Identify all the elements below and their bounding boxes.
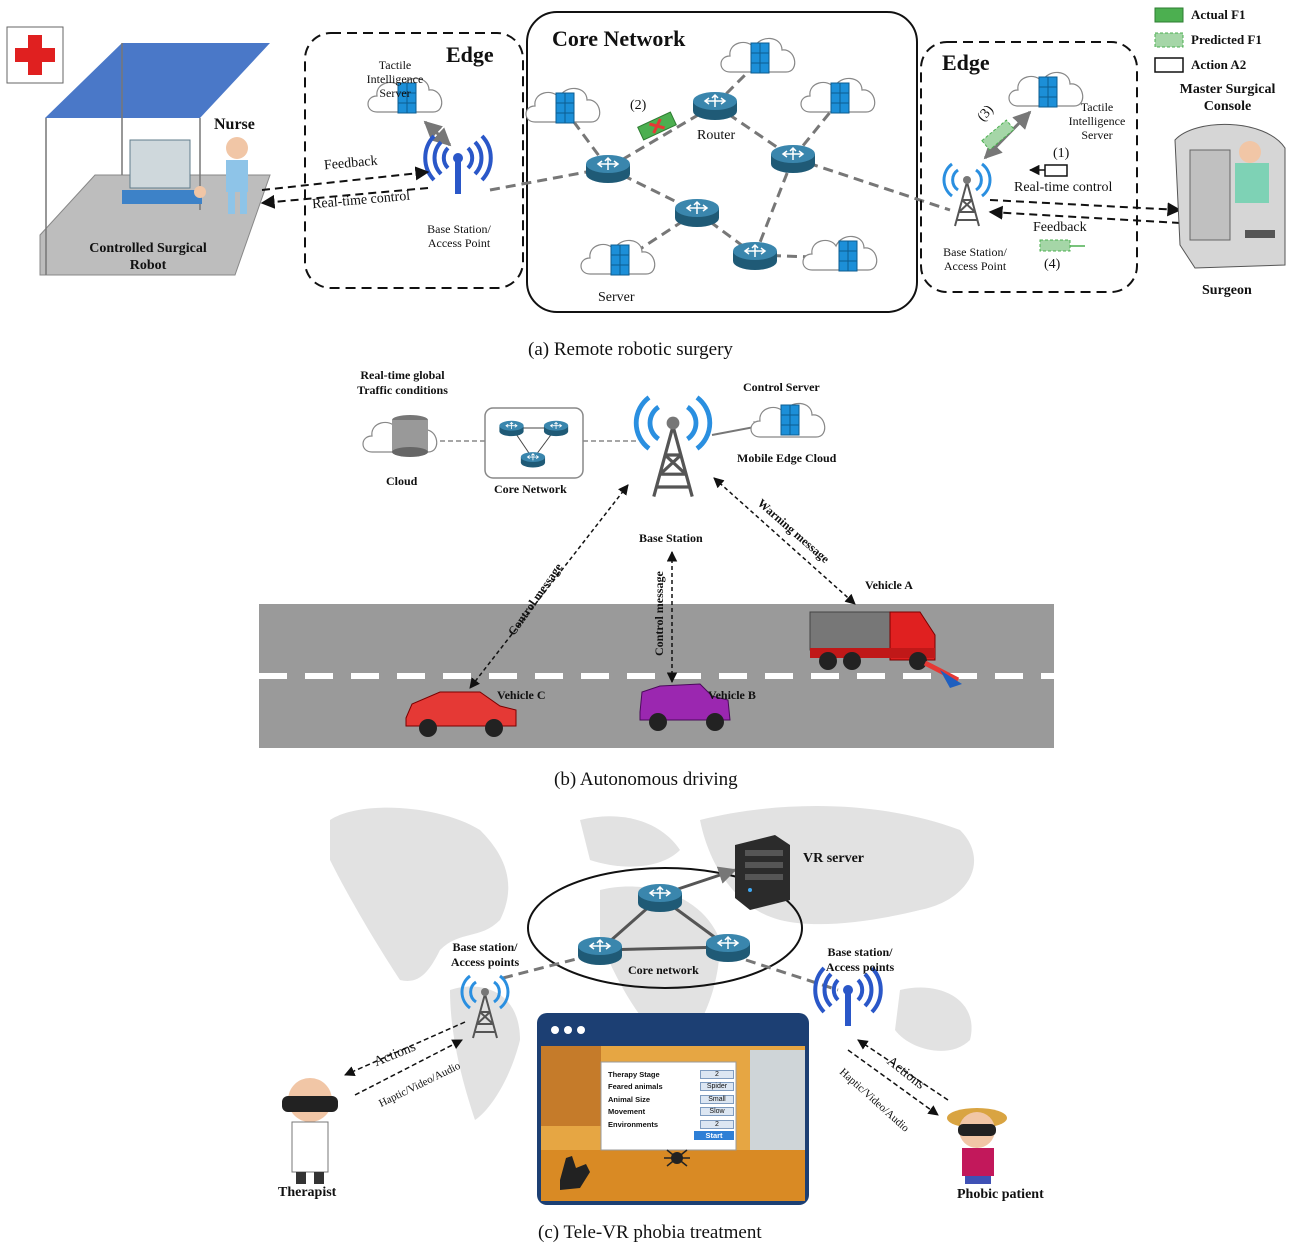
caption-a: (a) Remote robotic surgery bbox=[528, 339, 733, 360]
traffic-conditions-label: Real-time global Traffic conditions bbox=[357, 368, 448, 397]
core-network-label: Core Network bbox=[494, 482, 567, 496]
core-network-boundary bbox=[526, 11, 918, 313]
vehicle-c-label: Vehicle C bbox=[497, 688, 546, 702]
traffic-cloud-icon bbox=[362, 415, 438, 457]
vehicle-a-truck bbox=[809, 611, 962, 688]
predicted-feedback-packet-icon bbox=[1039, 239, 1071, 252]
setting-select[interactable]: Small bbox=[700, 1094, 734, 1104]
setting-row: Environments 2 bbox=[608, 1118, 734, 1130]
base-station-icon bbox=[813, 966, 883, 1028]
setting-select[interactable]: Spider bbox=[700, 1082, 734, 1091]
caption-b: (b) Autonomous driving bbox=[554, 769, 738, 790]
step-1-label: (1) bbox=[1053, 146, 1070, 161]
router-icon bbox=[637, 883, 683, 913]
tactile-server-icon bbox=[1038, 76, 1058, 108]
legend-action-swatch bbox=[1154, 57, 1184, 73]
router-icon bbox=[577, 936, 623, 966]
robot-label: Controlled Surgical Robot bbox=[89, 241, 207, 273]
mobile-edge-cloud-label: Mobile Edge Cloud bbox=[737, 451, 837, 465]
legend-actual-label: Actual F1 bbox=[1191, 7, 1246, 22]
legend-predicted-label: Predicted F1 bbox=[1191, 32, 1262, 47]
control-server-label: Control Server bbox=[743, 380, 820, 394]
setting-label: Animal Size bbox=[608, 1094, 651, 1104]
setting-select[interactable]: Slow bbox=[700, 1107, 734, 1116]
control-message-b-label: Control message bbox=[652, 571, 666, 656]
setting-row: Feared animals Spider bbox=[608, 1081, 734, 1093]
vr-server-icon bbox=[735, 835, 790, 910]
bs-left-label: Base station/ Access points bbox=[450, 940, 520, 969]
step-2-label: (2) bbox=[630, 98, 647, 113]
action-packet-icon bbox=[1044, 164, 1068, 177]
right-base-station-label: Base Station/ Access Point bbox=[943, 245, 1007, 273]
server-label: Server bbox=[598, 290, 635, 305]
therapist-label: Therapist bbox=[278, 1185, 337, 1200]
nurse-figure bbox=[226, 137, 248, 214]
right-edge-boundary bbox=[920, 41, 1138, 293]
step-4-label: (4) bbox=[1044, 257, 1061, 272]
base-station-icon bbox=[423, 134, 493, 196]
router-icon bbox=[770, 144, 816, 174]
base-station-tower-icon bbox=[636, 397, 710, 496]
core-network-box bbox=[484, 407, 584, 479]
router-icon bbox=[674, 198, 720, 228]
right-tactile-server-label: Tactile Intelligence Server bbox=[1068, 100, 1126, 142]
vehicle-b-label: Vehicle B bbox=[708, 688, 756, 702]
core-network-c-label: Core network bbox=[628, 963, 699, 977]
router-icon bbox=[732, 241, 778, 271]
right-control-label: Real-time control bbox=[1014, 180, 1113, 195]
operating-room-illustration bbox=[39, 43, 271, 276]
therapy-settings-panel: Therapy Stage 2 Feared animals Spider An… bbox=[608, 1068, 734, 1140]
legend-predicted-swatch bbox=[1154, 32, 1184, 48]
base-station-tower-icon bbox=[942, 162, 992, 228]
left-base-station-label: Base Station/ Access Point bbox=[427, 222, 491, 250]
start-button[interactable]: Start bbox=[694, 1131, 734, 1140]
right-feedback-label: Feedback bbox=[1033, 220, 1087, 235]
legend-action-label: Action A2 bbox=[1191, 57, 1247, 72]
therapist-figure bbox=[282, 1078, 338, 1184]
cloud-label: Cloud bbox=[386, 474, 418, 488]
vr-server-label: VR server bbox=[803, 851, 865, 866]
hospital-cross-icon bbox=[6, 26, 64, 84]
surgeon-label: Surgeon bbox=[1202, 283, 1252, 298]
vehicle-c-car bbox=[405, 691, 517, 737]
setting-label: Therapy Stage bbox=[608, 1069, 660, 1079]
left-edge-title: Edge bbox=[446, 42, 494, 67]
router-label: Router bbox=[697, 128, 736, 143]
router-icon bbox=[692, 91, 738, 121]
setting-row: Movement Slow bbox=[608, 1106, 734, 1118]
nurse-label: Nurse bbox=[214, 116, 255, 133]
dropped-packet-icon bbox=[637, 111, 677, 141]
router-icon bbox=[585, 154, 631, 184]
left-edge-boundary bbox=[304, 32, 524, 289]
left-tactile-server-label: Tactile Intelligence Server bbox=[366, 58, 424, 100]
right-edge-title: Edge bbox=[942, 50, 990, 75]
core-network-ring bbox=[527, 867, 803, 989]
vehicle-a-label: Vehicle A bbox=[865, 578, 913, 592]
setting-select[interactable]: 2 bbox=[700, 1119, 734, 1129]
core-network-title: Core Network bbox=[552, 26, 686, 51]
caption-c: (c) Tele-VR phobia treatment bbox=[538, 1222, 762, 1243]
vehicle-b-car bbox=[639, 683, 731, 731]
phobic-patient-figure bbox=[947, 1108, 1007, 1184]
setting-label: Environments bbox=[608, 1119, 659, 1129]
setting-label: Movement bbox=[608, 1107, 646, 1116]
router-icon bbox=[705, 933, 751, 963]
setting-row: Therapy Stage 2 bbox=[608, 1068, 734, 1080]
bs-right-label: Base station/ Access points bbox=[825, 945, 895, 974]
setting-select[interactable]: 2 bbox=[700, 1069, 734, 1079]
legend-actual-swatch bbox=[1154, 7, 1184, 23]
base-station-label: Base Station bbox=[639, 531, 703, 545]
surgical-console-illustration bbox=[1174, 124, 1286, 269]
setting-row: Animal Size Small bbox=[608, 1093, 734, 1105]
console-label: Master Surgical Console bbox=[1179, 82, 1276, 114]
setting-label: Feared animals bbox=[608, 1082, 663, 1091]
vr-app-window bbox=[537, 1013, 809, 1205]
phobic-patient-label: Phobic patient bbox=[957, 1187, 1044, 1202]
